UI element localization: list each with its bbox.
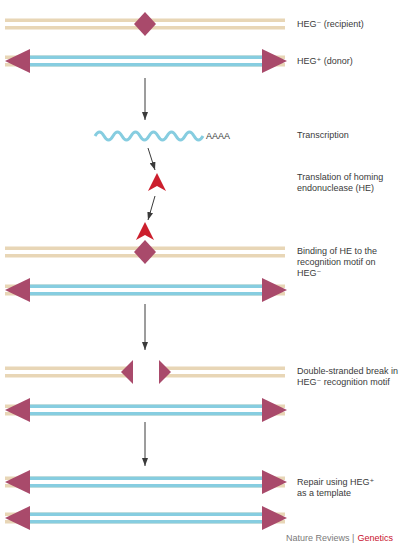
mrna-wave: [95, 132, 203, 140]
strand-label: HEG⁺ (donor): [297, 56, 397, 67]
heg-segment: [30, 484, 262, 488]
heg-segment: [30, 292, 262, 296]
mrna: AAAATranscription: [90, 120, 230, 148]
dna-strand: [5, 367, 133, 371]
repair-step: Repair using HEG⁺ as a template: [0, 466, 290, 530]
dna-strand: [5, 520, 285, 524]
recipient-dna: HEG⁻ (recipient): [0, 12, 290, 38]
process-arrow: [148, 148, 155, 170]
process-arrow: [148, 196, 155, 220]
dna-strand: [5, 412, 285, 416]
heg-segment: [30, 63, 262, 67]
dna-strand: [5, 513, 285, 517]
heg-segment: [30, 405, 262, 409]
homing-endonuclease: [148, 173, 166, 191]
homing-endonuclease: [136, 222, 154, 240]
strand-label: HEG⁻ (recipient): [297, 19, 397, 30]
dna-strand: [5, 405, 285, 409]
dna-strand: [5, 374, 133, 378]
step-label: Transcription: [297, 130, 397, 141]
dna-strand: [159, 374, 285, 378]
motif-half: [262, 278, 287, 302]
step-label: Binding of HE to the recognition motif o…: [297, 246, 397, 279]
step-label: Repair using HEG⁺ as a template: [297, 477, 379, 499]
credit-text: Genetics: [357, 533, 393, 543]
heg-segment: [30, 412, 262, 416]
heg-segment: [30, 513, 262, 517]
binding-step: Binding of HE to the recognition motif o…: [0, 220, 290, 304]
motif-half: [262, 49, 287, 73]
motif-half: [262, 398, 287, 422]
process-arrow: [145, 78, 146, 120]
endonuclease: Translation of homing endonuclease (HE): [145, 170, 169, 196]
motif-half: [262, 470, 287, 494]
dna-strand: [5, 292, 285, 296]
dna-strand: [5, 285, 285, 289]
heg-segment: [30, 285, 262, 289]
motif-half: [5, 470, 30, 494]
motif-half: [262, 506, 287, 530]
motif-half: [159, 360, 171, 384]
heg-segment: [30, 520, 262, 524]
credit-text: Nature Reviews |: [286, 533, 354, 543]
motif-half: [121, 360, 133, 384]
motif-half: [5, 398, 30, 422]
recognition-motif: [134, 12, 156, 36]
step-label: Translation of homing endonuclease (HE): [297, 172, 397, 194]
dna-strand: [5, 63, 285, 67]
recognition-motif: [134, 240, 156, 264]
dna-strand: [159, 367, 285, 371]
motif-half: [5, 278, 30, 302]
poly-a-tail: AAAA: [206, 131, 236, 142]
dna-strand: [5, 56, 285, 60]
dna-strand: [5, 477, 285, 481]
process-arrow: [145, 304, 146, 350]
dna-strand: [5, 484, 285, 488]
donor-dna: HEG⁺ (donor): [0, 48, 290, 78]
motif-half: [5, 49, 30, 73]
heg-segment: [30, 56, 262, 60]
heg-segment: [30, 477, 262, 481]
break-step: Double-stranded break in HEG⁻ recognitio…: [0, 350, 290, 422]
motif-half: [5, 506, 30, 530]
step-label: Double-stranded break in HEG⁻ recognitio…: [297, 366, 400, 388]
process-arrow: [145, 422, 146, 466]
credit-line: Nature Reviews |Genetics: [286, 533, 393, 544]
